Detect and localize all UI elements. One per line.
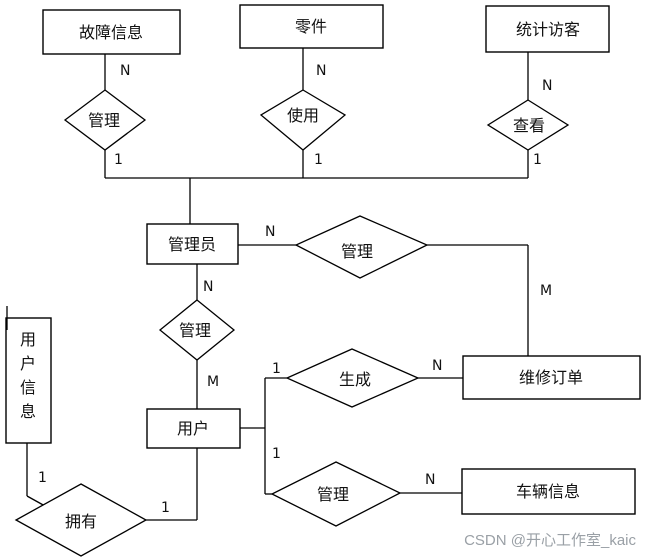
cardinality-label: N: [425, 472, 435, 488]
relationship-manage-user: 管理: [158, 299, 236, 361]
entity-user-info: 用 户 信 息: [5, 306, 52, 444]
cardinality-label: 1: [114, 152, 123, 168]
cardinality-label: N: [316, 63, 326, 79]
cardinality-label: N: [265, 224, 275, 240]
entity-admin-label: 管理员: [168, 235, 216, 254]
entity-fault-info: 故障信息: [42, 9, 181, 55]
relationship-generate-label: 生成: [339, 370, 371, 389]
entity-user-info-char: 户: [20, 354, 36, 373]
entity-stat-visitor: 统计访客: [485, 5, 610, 53]
relationship-own: 拥有: [14, 483, 148, 557]
entity-repair-order: 维修订单: [462, 355, 641, 400]
cardinality-label: 1: [161, 500, 170, 516]
relationship-generate: 生成: [285, 348, 420, 408]
entity-stat-visitor-label: 统计访客: [516, 20, 580, 39]
relationship-manage-fault-label: 管理: [88, 111, 120, 130]
entity-parts-label: 零件: [295, 17, 327, 36]
relationship-manage-user-label: 管理: [179, 321, 211, 340]
cardinality-label: M: [207, 374, 219, 390]
relationship-manage-vehicle: 管理: [270, 461, 402, 527]
entity-user-info-char: 用: [20, 330, 36, 349]
cardinality-label: N: [203, 279, 213, 295]
entity-parts: 零件: [239, 4, 384, 49]
relationship-manage-order: 管理: [294, 215, 429, 279]
entity-vehicle-info-label: 车辆信息: [516, 482, 580, 501]
connector-lines: [26, 48, 529, 521]
relationship-manage-vehicle-label: 管理: [317, 485, 349, 504]
cardinality-label: 1: [272, 446, 281, 462]
watermark: CSDN @开心工作室_kaic: [464, 532, 636, 549]
relationship-use-parts-label: 使用: [287, 106, 319, 125]
entity-vehicle-info: 车辆信息: [461, 468, 636, 515]
cardinality-label: N: [120, 63, 130, 79]
entity-admin: 管理员: [146, 223, 239, 265]
cardinality-label: 1: [314, 152, 323, 168]
cardinality-label: N: [432, 358, 442, 374]
relationship-own-label: 拥有: [65, 512, 97, 531]
entity-fault-info-label: 故障信息: [79, 23, 143, 42]
relationship-manage-order-label: 管理: [341, 242, 373, 261]
cardinality-labels: N 1 N 1 N 1 N M N M 1 N 1 N 1 1: [38, 63, 552, 516]
cardinality-label: 1: [38, 470, 47, 486]
entity-repair-order-label: 维修订单: [519, 368, 583, 387]
entity-user-info-char: 息: [20, 402, 36, 421]
cardinality-label: 1: [272, 361, 281, 377]
entity-user: 用户: [146, 408, 241, 449]
relationship-view-visitor-label: 查看: [513, 116, 545, 135]
cardinality-label: M: [540, 283, 552, 299]
relationship-use-parts: 使用: [259, 89, 347, 151]
cardinality-label: N: [542, 78, 552, 94]
relationship-manage-fault: 管理: [63, 89, 147, 151]
relationship-view-visitor: 查看: [486, 99, 570, 151]
entity-user-label: 用户: [177, 419, 209, 438]
cardinality-label: 1: [533, 152, 542, 168]
entity-user-info-char: 信: [20, 378, 36, 397]
